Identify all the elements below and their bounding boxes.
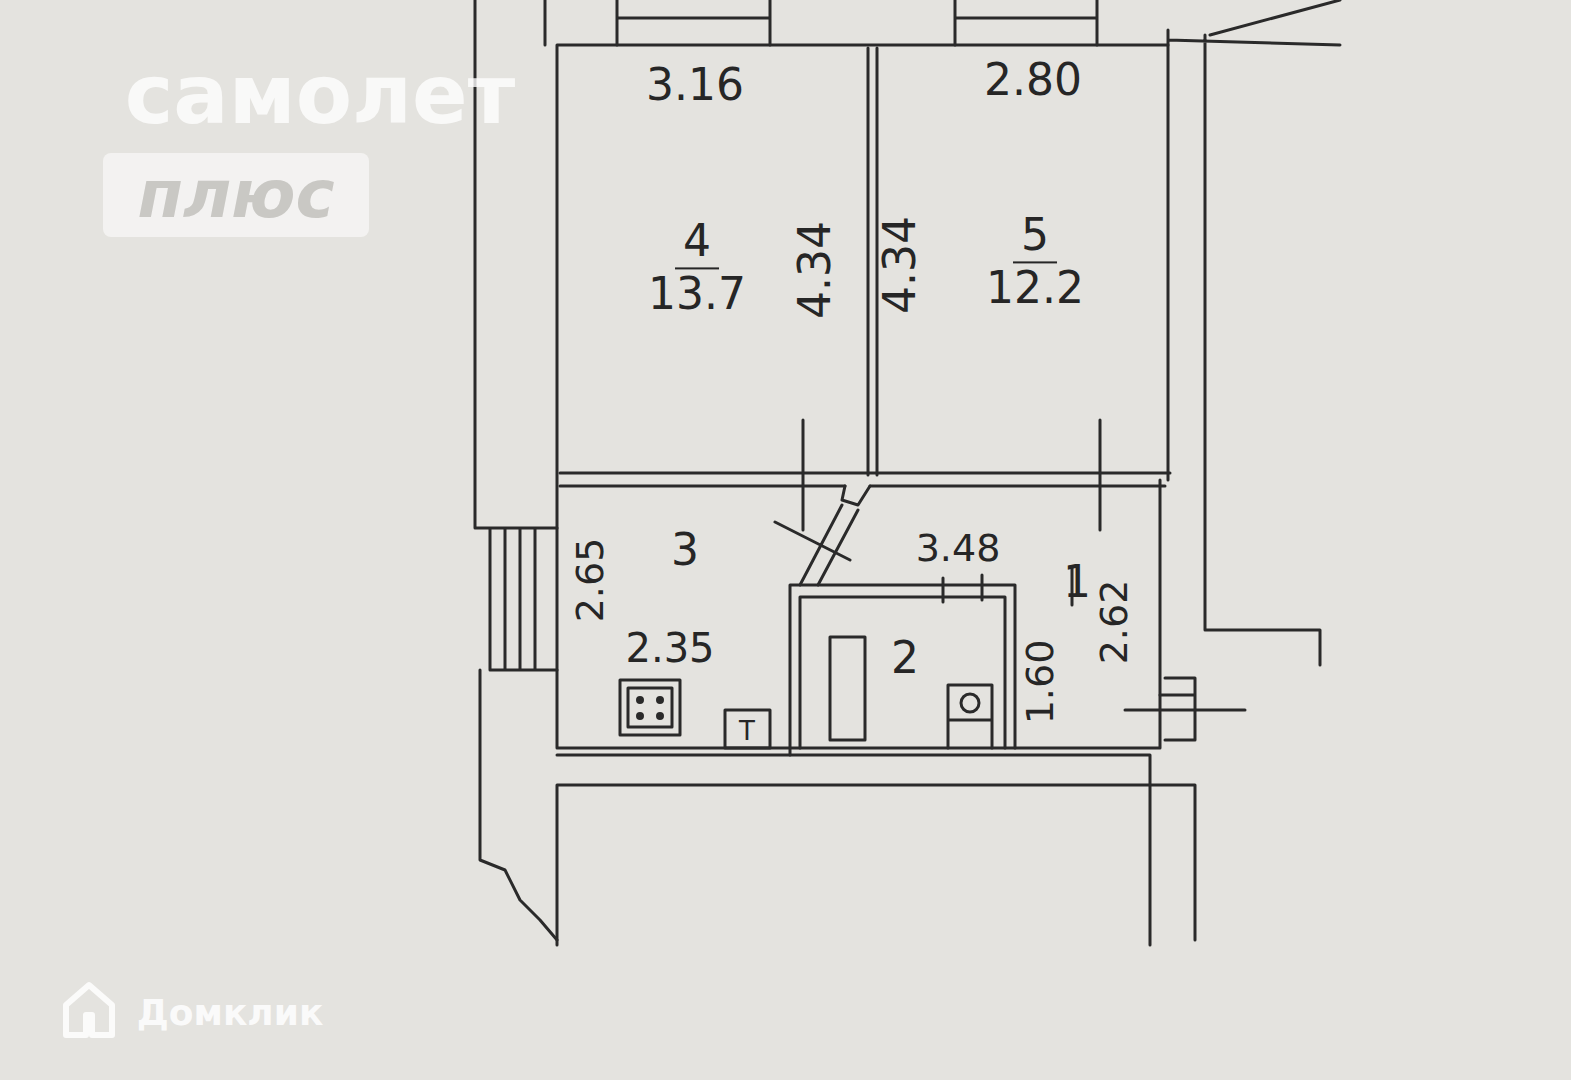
dimension: 3.16 (646, 63, 744, 107)
room-label: 512.2 (978, 210, 1092, 313)
room-label: 2 (883, 633, 927, 684)
dimension: 2.35 (625, 628, 714, 668)
dimension: 4.34 (793, 221, 837, 319)
watermark: Домклик (137, 995, 324, 1031)
dimension: 4.34 (878, 216, 922, 314)
room-number: 4 (675, 216, 719, 269)
fixture-symbol: Т (739, 718, 755, 744)
room-label: 3 (663, 525, 707, 576)
room-number: 5 (1013, 210, 1057, 263)
dimension: 1.60 (1021, 640, 1059, 725)
dimension: 2.62 (1095, 580, 1133, 665)
dimension: 2.80 (984, 58, 1082, 102)
room-label: 1 (1055, 557, 1099, 608)
watermark: плюс (137, 162, 334, 228)
dimension: 3.48 (916, 529, 1001, 567)
room-number: 3 (663, 525, 707, 576)
room-label: 413.7 (640, 216, 754, 319)
watermark: самолет (125, 54, 516, 136)
room-area: 13.7 (640, 269, 754, 320)
dimension: 2.65 (571, 538, 609, 623)
room-number: 1 (1055, 557, 1099, 608)
room-area: 12.2 (978, 263, 1092, 314)
room-number: 2 (883, 633, 927, 684)
